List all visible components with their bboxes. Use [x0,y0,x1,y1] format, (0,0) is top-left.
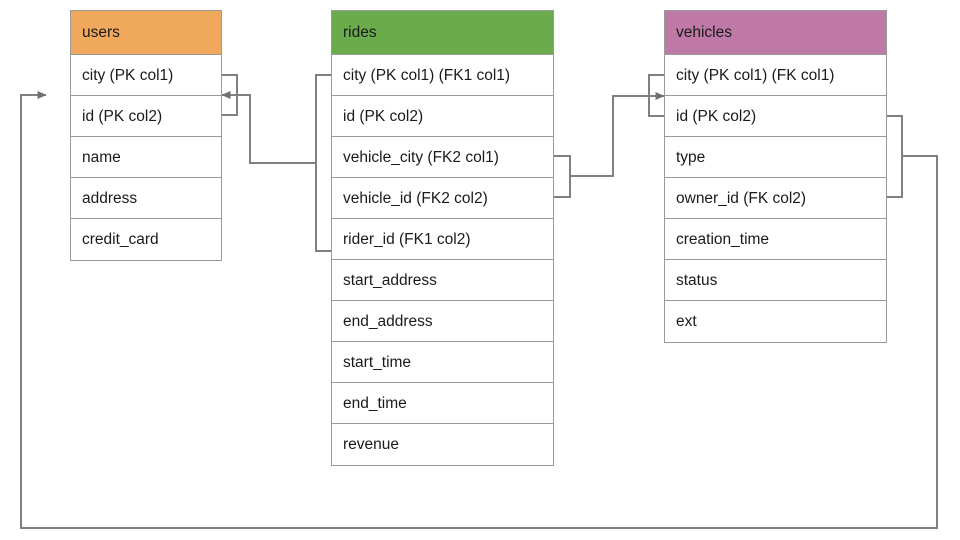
entity-rides-column-end-address[interactable]: end_address [332,301,553,342]
entity-vehicles-column-type[interactable]: type [665,137,886,178]
entity-users-column-credit-card[interactable]: credit_card [71,219,221,260]
entity-rides-column-start-address[interactable]: start_address [332,260,553,301]
entity-rides-title: rides [332,11,553,55]
entity-rides-column-vehicle-city[interactable]: vehicle_city (FK2 col1) [332,137,553,178]
entity-vehicles-column-city[interactable]: city (PK col1) (FK col1) [665,55,886,96]
entity-users-column-address[interactable]: address [71,178,221,219]
entity-rides-column-rider-id[interactable]: rider_id (FK1 col2) [332,219,553,260]
entity-vehicles-column-id[interactable]: id (PK col2) [665,96,886,137]
entity-rides-column-revenue[interactable]: revenue [332,424,553,465]
entity-vehicles[interactable]: vehicles city (PK col1) (FK col1) id (PK… [664,10,887,343]
entity-vehicles-column-creation-time[interactable]: creation_time [665,219,886,260]
entity-vehicles-column-ext[interactable]: ext [665,301,886,342]
entity-users[interactable]: users city (PK col1) id (PK col2) name a… [70,10,222,261]
entity-rides-column-start-time[interactable]: start_time [332,342,553,383]
entity-rides-column-id[interactable]: id (PK col2) [332,96,553,137]
entity-rides-column-vehicle-id[interactable]: vehicle_id (FK2 col2) [332,178,553,219]
entity-users-column-id[interactable]: id (PK col2) [71,96,221,137]
relationship-rides-fk1-users [221,74,331,252]
entity-vehicles-title: vehicles [665,11,886,55]
relationship-rides-fk2-vehicles [554,74,665,198]
entity-users-title: users [71,11,221,55]
entity-users-column-city[interactable]: city (PK col1) [71,55,221,96]
entity-vehicles-column-owner-id[interactable]: owner_id (FK col2) [665,178,886,219]
entity-users-column-name[interactable]: name [71,137,221,178]
entity-rides-column-city[interactable]: city (PK col1) (FK1 col1) [332,55,553,96]
entity-vehicles-column-status[interactable]: status [665,260,886,301]
entity-rides-column-end-time[interactable]: end_time [332,383,553,424]
entity-rides[interactable]: rides city (PK col1) (FK1 col1) id (PK c… [331,10,554,466]
